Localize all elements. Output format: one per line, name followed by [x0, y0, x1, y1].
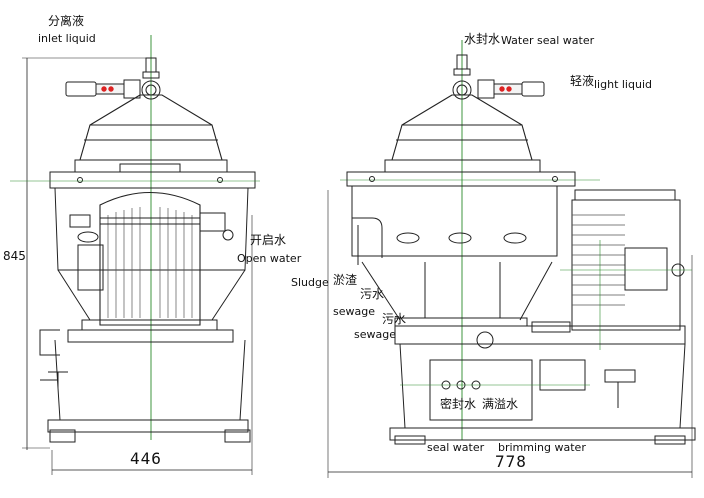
side-view	[327, 40, 696, 478]
inlet-liquid-cn-label: 分离液	[48, 14, 85, 28]
sewage-label-2: sewage	[354, 328, 396, 341]
sludge-label: Sludge	[291, 276, 329, 289]
open-water-label: Open water	[237, 252, 302, 265]
sewage-cn-label-2: 污水	[382, 312, 407, 326]
light-liquid-label: light liquid	[594, 78, 652, 91]
sewage-label-1: sewage	[333, 305, 375, 318]
open-water-cn-label: 开启水	[250, 233, 287, 247]
inlet-liquid-label: inlet liquid	[38, 32, 96, 45]
light-liquid-cn-label: 轻液	[570, 74, 595, 88]
seal-water-label: seal water	[427, 441, 485, 454]
side-width-dimension: 778	[495, 452, 527, 471]
brimming-water-cn-label: 满溢水	[482, 397, 519, 411]
water-seal-cn-label: 水封水	[464, 32, 501, 46]
front-width-dimension: 446	[130, 449, 162, 468]
height-dimension: 845	[3, 249, 26, 263]
seal-water-cn-label: 密封水	[440, 397, 477, 411]
front-view	[10, 35, 260, 475]
sewage-cn-label-1: 污水	[360, 287, 385, 301]
sludge-cn-label: 淤渣	[333, 273, 358, 287]
brimming-water-label: brimming water	[498, 441, 586, 454]
water-seal-water-label: Water seal water	[501, 34, 595, 47]
